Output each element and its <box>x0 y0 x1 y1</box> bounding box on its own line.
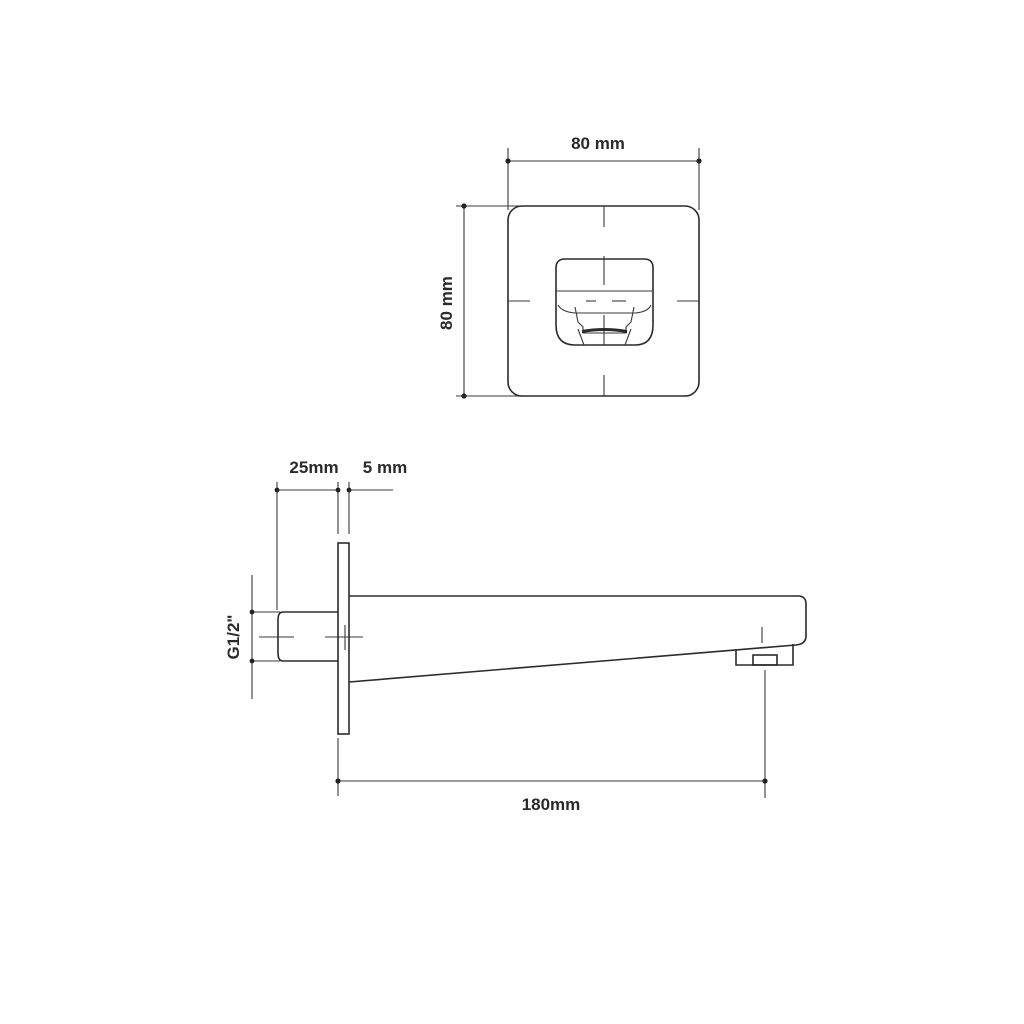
spout-face <box>555 258 654 346</box>
plate-thickness-label: 5 mm <box>363 458 407 477</box>
height-label: 80 mm <box>437 276 456 330</box>
thread-length-label: 25mm <box>289 458 338 477</box>
spout-body <box>348 595 807 683</box>
width-label: 80 mm <box>571 134 625 153</box>
side-view: 25mm 5 mm G1/2" 1 <box>224 458 807 814</box>
wall-plate-outline <box>507 205 700 397</box>
thread-length-dimension: 25mm 5 mm <box>274 458 407 610</box>
thread-size-label: G1/2" <box>224 615 243 660</box>
aerator-outlet <box>752 654 778 666</box>
projection-label: 180mm <box>522 795 581 814</box>
thread-size-dimension: G1/2" <box>224 575 280 699</box>
projection-dimension: 180mm <box>335 670 768 814</box>
height-dimension: 80 mm <box>437 203 525 399</box>
front-view: 80 mm 80 mm <box>437 134 702 399</box>
width-dimension: 80 mm <box>505 134 702 210</box>
center-marks <box>508 206 699 396</box>
wall-plate-side <box>337 542 350 735</box>
